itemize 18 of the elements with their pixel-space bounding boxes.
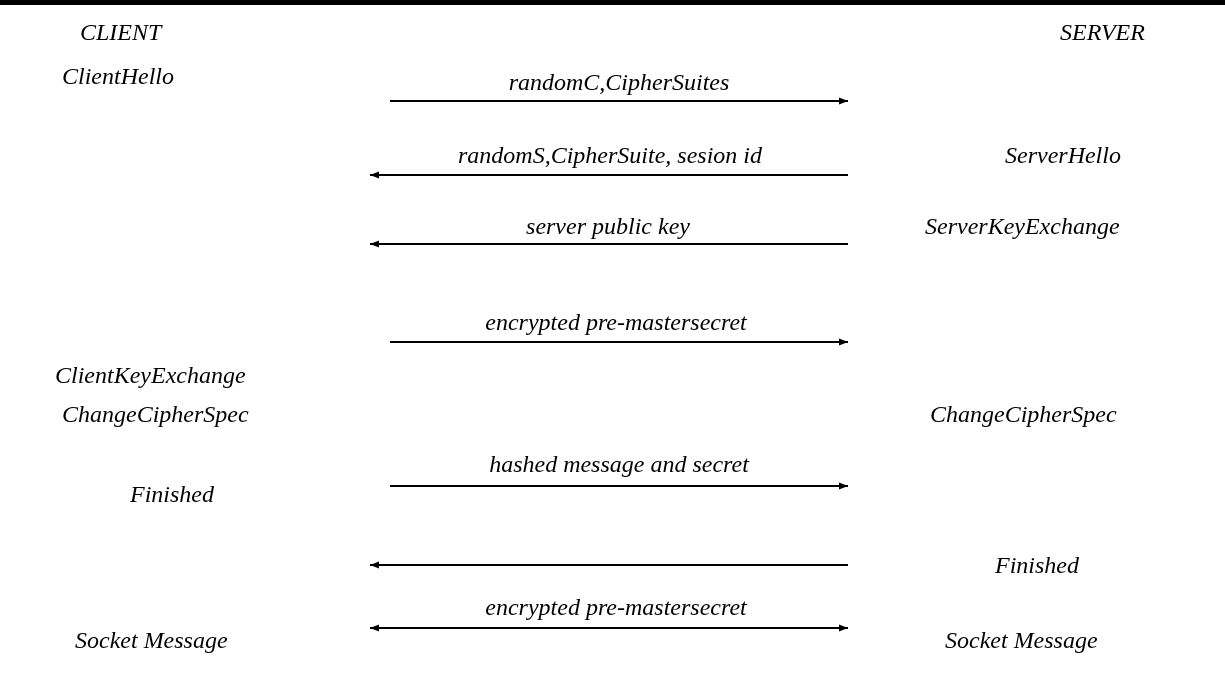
message-name: Finished — [130, 480, 214, 508]
lifeline-title: SERVER — [1060, 18, 1145, 46]
message-label: server public key — [526, 212, 690, 240]
message-name: Finished — [995, 551, 1079, 579]
message-name: ServerHello — [1005, 141, 1121, 169]
message-name: ChangeCipherSpec — [930, 400, 1117, 428]
message-label: randomC,CipherSuites — [508, 68, 730, 96]
message-label: hashed message and secret — [489, 450, 749, 478]
message-name: ChangeCipherSpec — [62, 400, 249, 428]
message-name: ClientKeyExchange — [55, 361, 246, 389]
message-name: Socket Message — [945, 626, 1098, 654]
message-label: randomS,CipherSuite, sesion id — [458, 141, 762, 169]
message-name: Socket Message — [75, 626, 228, 654]
message-label: encrypted pre-mastersecret — [485, 308, 747, 336]
message-label: encrypted pre-mastersecret — [485, 593, 747, 621]
message-name: ClientHello — [62, 62, 174, 90]
lifeline-title: CLIENT — [80, 18, 162, 46]
message-name: ServerKeyExchange — [925, 212, 1120, 240]
